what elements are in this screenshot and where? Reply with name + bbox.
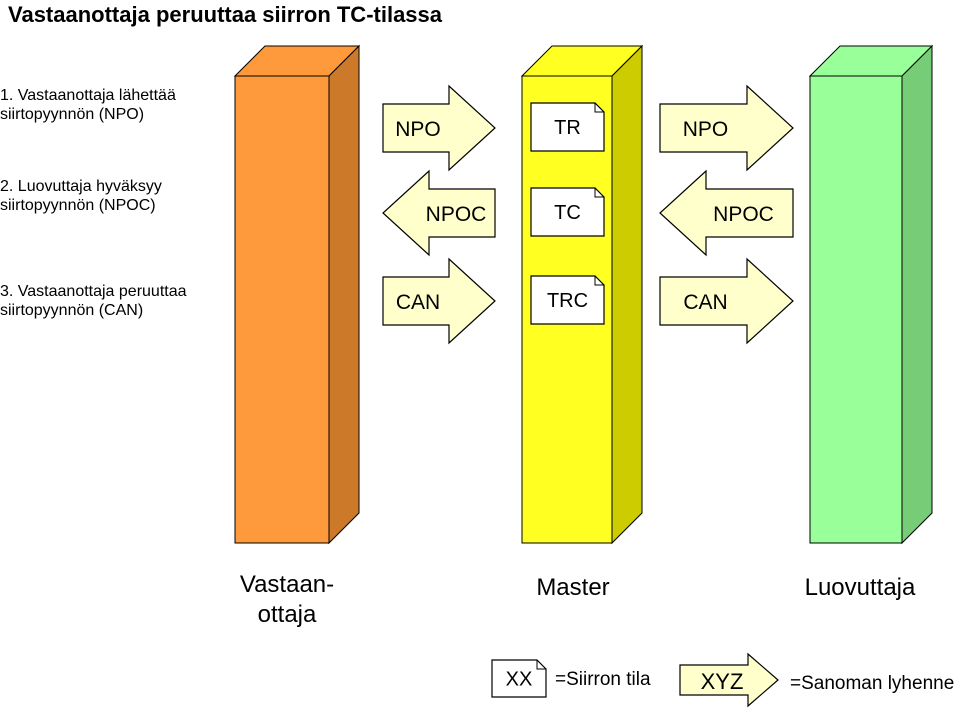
- state-note-1: TR: [530, 102, 605, 152]
- message-arrow-2-left-label: NPOC: [426, 203, 487, 226]
- message-arrow-1-left-label: NPO: [395, 118, 441, 141]
- legend-message-description: =Sanoman lyhenne: [790, 673, 955, 694]
- message-arrow-2-left: NPOC: [382, 169, 496, 257]
- state-note-3-shape: [530, 275, 605, 325]
- state-note-3-label: TRC: [547, 290, 588, 312]
- page-title: Vastaanottaja peruuttaa siirron TC-tilas…: [8, 2, 443, 27]
- legend-message-arrow: XYZ: [679, 652, 779, 708]
- column-side-luovuttaja: [901, 44, 933, 545]
- message-arrow-3-left: CAN: [382, 257, 496, 345]
- legend-message-arrow-shape: [679, 652, 779, 708]
- message-arrow-3-left-label: CAN: [396, 291, 440, 314]
- step-1-line-1: 1. Vastaanottaja lähettää: [0, 87, 176, 104]
- message-arrow-1-right-shape: [659, 84, 794, 172]
- state-note-3-fold: [594, 276, 604, 286]
- column-side-master: [611, 44, 643, 545]
- message-arrow-1-left: NPO: [382, 84, 496, 172]
- message-arrow-1-right-label: NPO: [683, 118, 729, 141]
- state-note-3: TRC: [530, 275, 605, 325]
- step-2-line-2: siirtopyynnön (NPOC): [0, 197, 156, 214]
- legend-state-description: =Siirron tila: [555, 669, 651, 690]
- step-2-line-1: 2. Luovuttaja hyväksyy: [0, 178, 162, 195]
- legend-state-note-label: XX: [506, 669, 533, 691]
- legend-message-label: XYZ: [701, 669, 744, 694]
- message-arrow-2-left-shape: [382, 169, 496, 257]
- column-label-vastaanottaja: Vastaan- ottaja: [239, 571, 335, 628]
- message-arrow-3-left-shape: [382, 257, 496, 345]
- message-arrow-2-right-shape: [659, 169, 794, 257]
- column-side-vastaanottaja: [328, 44, 360, 545]
- legend-state-note-fold: [536, 660, 546, 670]
- message-arrow-3-right-shape: [659, 257, 794, 345]
- step-3-line-1: 3. Vastaanottaja peruuttaa: [0, 283, 187, 300]
- legend-state-note: XX: [491, 659, 547, 698]
- message-arrow-1-right: NPO: [659, 84, 794, 172]
- state-note-2: TC: [530, 187, 605, 237]
- column-front-vastaanottaja: [234, 75, 330, 544]
- column-luovuttaja: [808, 44, 934, 545]
- state-note-2-shape: [530, 187, 605, 237]
- message-arrow-3-right-label: CAN: [683, 291, 727, 314]
- step-3-text: 3. Vastaanottaja peruuttaa siirtopyynnön…: [0, 282, 187, 320]
- step-1-line-2: siirtopyynnön (NPO): [0, 106, 145, 123]
- message-arrow-2-right: NPOC: [659, 169, 794, 257]
- step-2-text: 2. Luovuttaja hyväksyy siirtopyynnön (NP…: [0, 177, 162, 215]
- state-note-2-fold: [594, 188, 604, 198]
- column-label-master: Master: [536, 574, 610, 601]
- column-label-luovuttaja: Luovuttaja: [804, 574, 916, 601]
- state-note-1-shape: [530, 102, 605, 152]
- message-arrow-2-right-label: NPOC: [713, 203, 774, 226]
- step-1-text: 1. Vastaanottaja lähettää siirtopyynnön …: [0, 86, 176, 124]
- step-3-line-2: siirtopyynnön (CAN): [0, 302, 144, 319]
- legend-state-note-shape: [491, 659, 547, 698]
- state-note-1-label: TR: [554, 117, 581, 139]
- column-front-luovuttaja: [809, 75, 903, 544]
- message-arrow-1-left-shape: [382, 84, 496, 172]
- state-note-2-label: TC: [554, 202, 581, 224]
- message-arrow-3-right: CAN: [659, 257, 794, 345]
- column-vastaanottaja: [233, 44, 361, 545]
- state-note-1-fold: [594, 103, 604, 113]
